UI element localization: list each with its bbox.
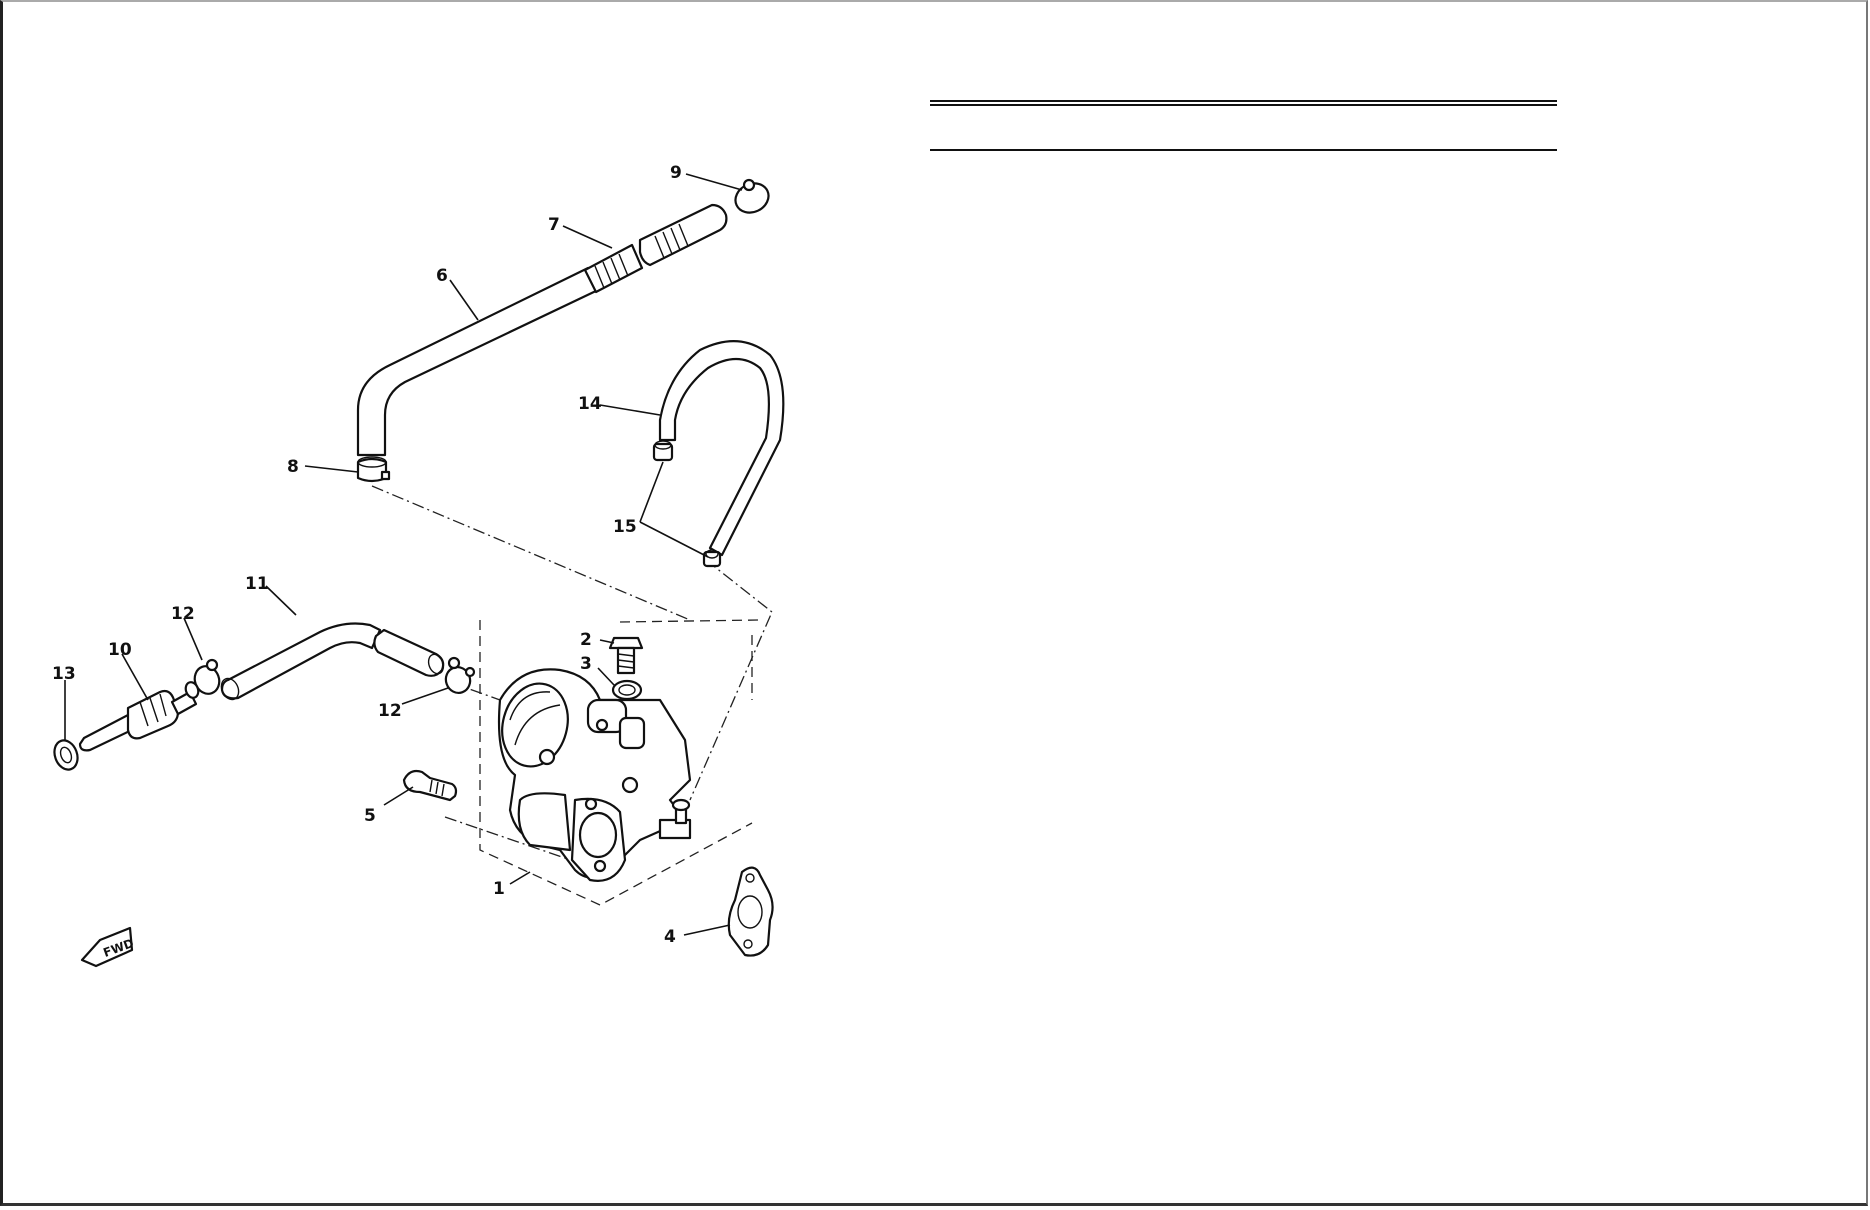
part-14-loop-hose [658,340,785,557]
hose-segment-upper [638,203,728,267]
part-2-bolt [608,636,644,675]
forward-arrow-icon [80,926,134,968]
callout-12-left: 12 [171,604,195,624]
callout-6: 6 [436,266,448,286]
callout-2: 2 [580,630,592,650]
callout-4: 4 [664,927,676,947]
callout-8: 8 [287,457,299,477]
part-11-hose [220,622,382,701]
callout-11: 11 [245,574,269,594]
part-8-clamp [356,456,391,483]
callout-15: 15 [613,517,637,537]
callout-13: 13 [52,664,76,684]
callout-1: 1 [493,879,505,899]
part-3-washer [611,679,643,701]
callout-3: 3 [580,654,592,674]
callout-leaders [64,173,743,936]
part-15-collar-upper [652,440,674,462]
part-13-washer [53,739,79,771]
part-15-collar-lower [702,549,722,568]
part-6-hose [356,266,600,457]
part-10-fitting [78,681,200,752]
callout-14: 14 [578,394,602,414]
header-double-rule [930,100,1557,106]
hose-segment-lower [373,628,445,677]
callout-9: 9 [670,163,682,183]
part-4-gasket [727,866,774,957]
callout-12-right: 12 [378,701,402,721]
fwd-marker: FWD [80,926,136,968]
callout-labels: 1 2 3 4 5 6 7 8 9 10 11 12 12 13 14 15 [52,163,682,947]
header-single-rule [930,149,1557,151]
part-12-clamp-right [444,656,476,694]
part-9-clamp [734,178,770,214]
callout-7: 7 [548,215,560,235]
part-7-spring [583,243,644,294]
part-5-bolt [402,769,458,802]
part-12-clamp-left [193,658,221,695]
callout-10: 10 [108,640,132,660]
part-1-oil-pump [497,668,692,882]
callout-5: 5 [364,806,376,826]
